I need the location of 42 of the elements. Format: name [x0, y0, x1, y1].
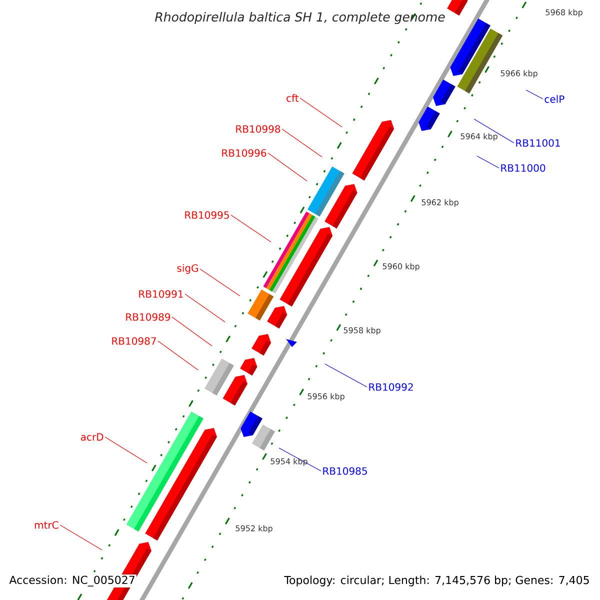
leader-line — [278, 448, 322, 472]
tick-label: 5962 kbp — [422, 199, 458, 207]
gene-label: sigG — [177, 264, 198, 274]
leader-line — [230, 214, 272, 242]
tick-label: 5964 kbp — [460, 133, 498, 141]
leader-line — [104, 436, 148, 464]
tick-label: 5968 kbp — [546, 9, 582, 17]
leader-line — [324, 364, 368, 388]
gene-label: RB10992 — [369, 383, 413, 391]
gene-label: RB11000 — [501, 164, 546, 172]
gene-label: RB10991 — [139, 290, 183, 298]
gene-label: mtrC — [34, 521, 58, 529]
footer-text: Accession: NC_005027 — [8, 574, 136, 588]
tick-label: 5966 kbp — [500, 70, 538, 78]
leader-line — [200, 268, 240, 296]
title: Rhodopirellula baltica SH 1, complete genome — [155, 12, 445, 24]
leader-line — [300, 98, 342, 128]
leader-line — [60, 524, 102, 550]
gene-label: RB11001 — [516, 139, 560, 147]
tick-label: 5954 kbp — [270, 458, 308, 466]
leader-line — [158, 340, 198, 370]
gene-label: RB10996 — [222, 149, 266, 157]
leader-line — [184, 294, 226, 322]
tick-label: 5952 kbp — [236, 525, 272, 533]
gene-label: acrD — [80, 433, 104, 441]
leader-line — [526, 90, 544, 100]
leader-line — [172, 316, 212, 346]
leader-line — [268, 152, 308, 182]
gene-label: celP — [544, 95, 564, 103]
leader-line — [282, 128, 322, 158]
tick-label: 5956 kbp — [308, 393, 344, 401]
gene-label: RB10985 — [323, 467, 367, 475]
gene-label: RB10989 — [126, 313, 170, 321]
tick-label: 5958 kbp — [344, 327, 380, 335]
gene-label: RB10987 — [112, 337, 156, 345]
gene-label: cft — [286, 94, 299, 102]
footer-text: Topology: circular; Length: 7,145,576 bp; Genes: 7,405 — [283, 574, 591, 588]
leader-line — [476, 156, 500, 168]
leader-line — [474, 118, 514, 144]
gene-label: RB10995 — [185, 211, 229, 219]
gene-label: RB10998 — [236, 125, 280, 133]
tick-label: 5960 kbp — [382, 263, 420, 271]
